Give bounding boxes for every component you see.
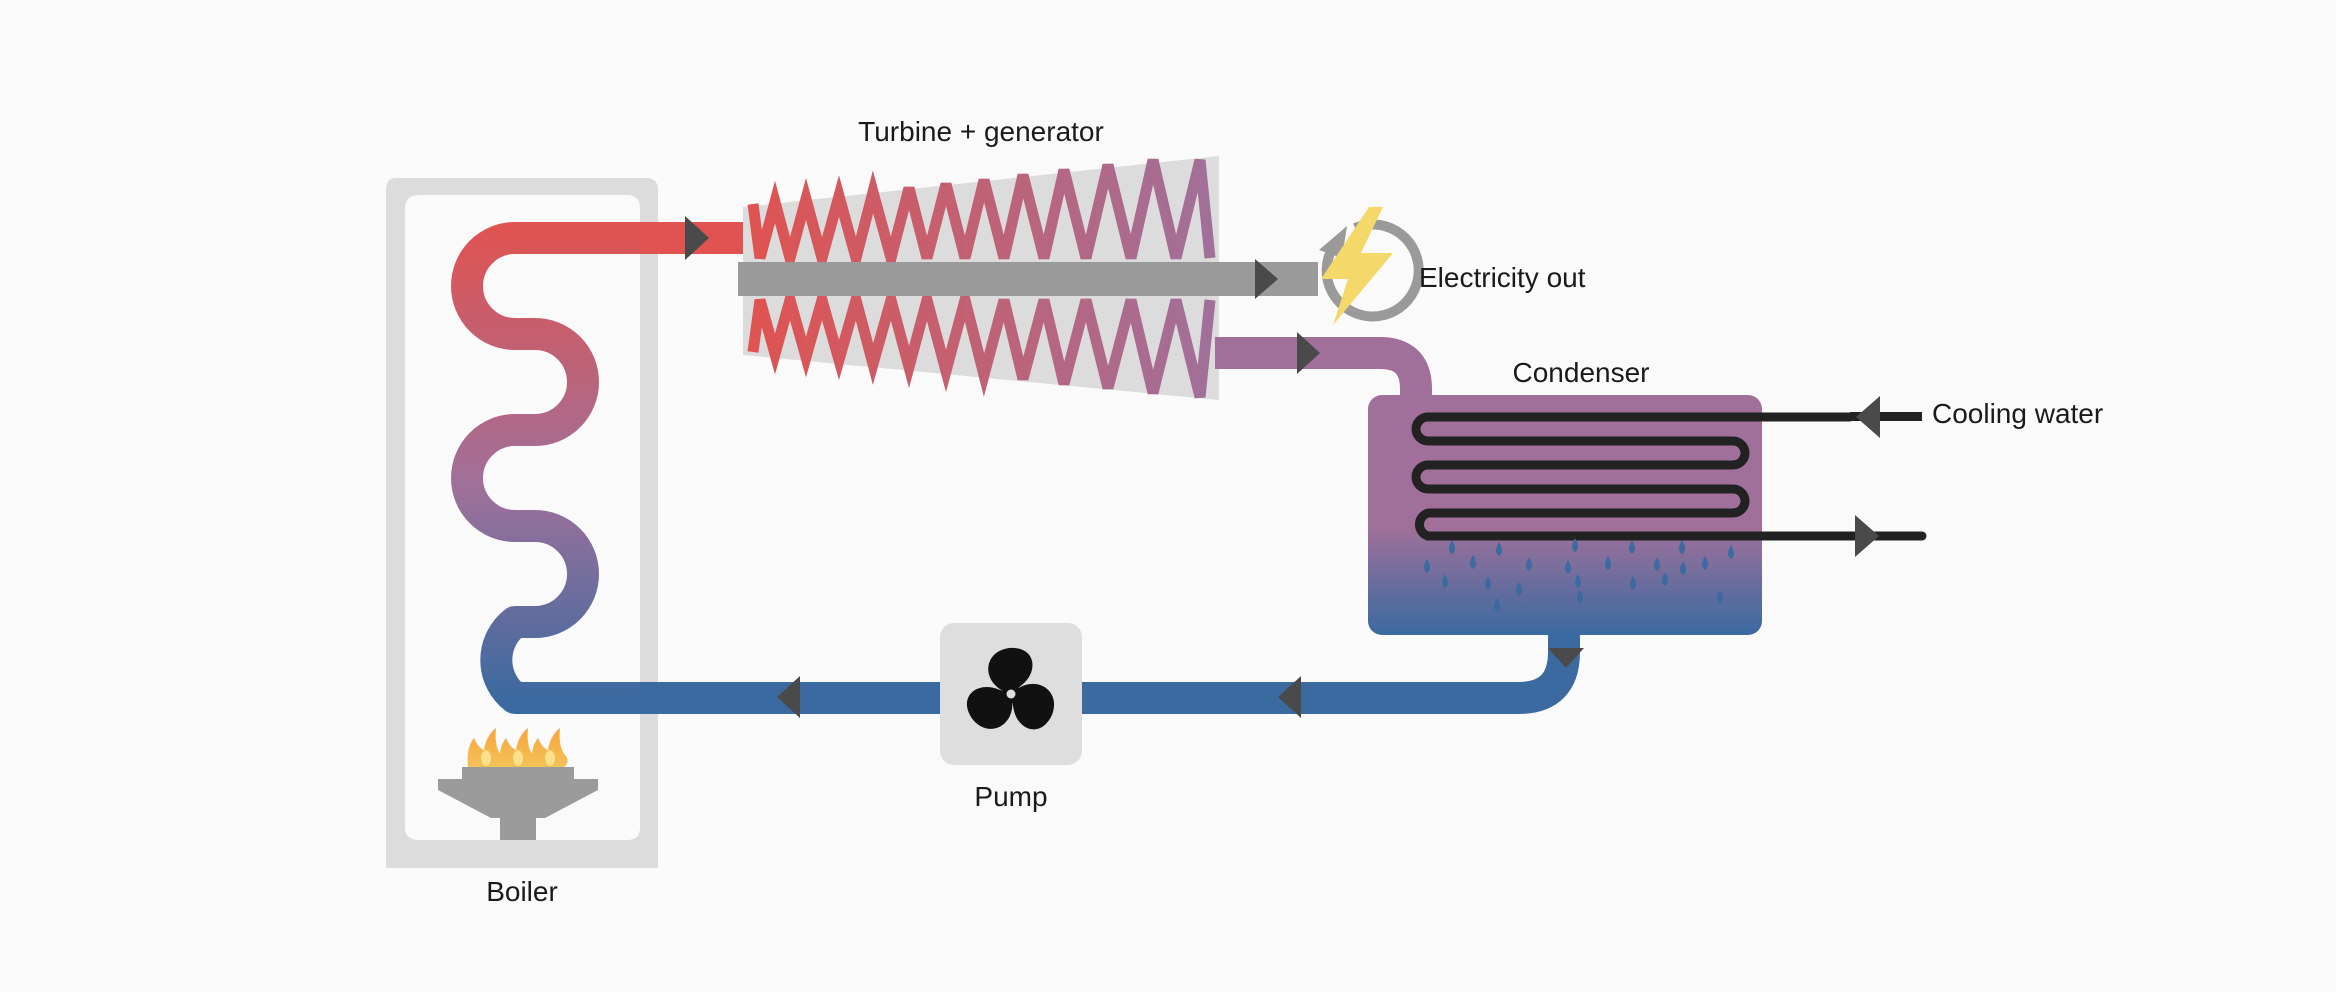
pump: [940, 623, 1082, 765]
turbine-label: Turbine + generator: [858, 116, 1104, 147]
turbine-blades-upper: [747, 158, 1216, 280]
cooling-coil: [1411, 412, 1927, 541]
exhaust-pipe: [1215, 337, 1432, 405]
condensate-droplets: [1424, 538, 1734, 612]
generator-ring-arrow: [1319, 226, 1347, 258]
flow-arrow-icon: [1297, 332, 1320, 374]
cooling-inlet-line: [1850, 412, 1922, 421]
flame-icon: [467, 728, 568, 767]
turbine-blades-lower: [747, 278, 1216, 399]
flow-arrow-icon: [1856, 396, 1880, 438]
boiler-coil-pipe: [451, 222, 745, 714]
pump-label: Pump: [974, 781, 1047, 812]
turbine-shaft: [738, 262, 1318, 296]
lightning-bolt-icon: [1321, 207, 1393, 325]
turbine-generator: [738, 156, 1318, 400]
flow-arrow-icon: [1548, 648, 1584, 668]
flow-arrow-icon: [1855, 515, 1879, 557]
boiler: [386, 178, 745, 868]
condenser-label: Condenser: [1513, 357, 1650, 388]
cooling-water-label: Cooling water: [1932, 398, 2103, 429]
fan-icon: [966, 647, 1054, 730]
flow-arrow-icon: [777, 676, 800, 718]
boiler-label: Boiler: [486, 876, 558, 907]
generator: [1319, 207, 1424, 325]
electricity-label: Electricity out: [1419, 262, 1586, 293]
flow-arrow-icon: [1278, 676, 1301, 718]
flow-arrow-icon: [1255, 259, 1278, 299]
flow-arrow-icon: [685, 216, 709, 260]
return-pipe: [640, 635, 1580, 714]
condenser: [1368, 395, 1927, 635]
burner: [438, 728, 598, 840]
generator-ring: [1321, 219, 1424, 322]
